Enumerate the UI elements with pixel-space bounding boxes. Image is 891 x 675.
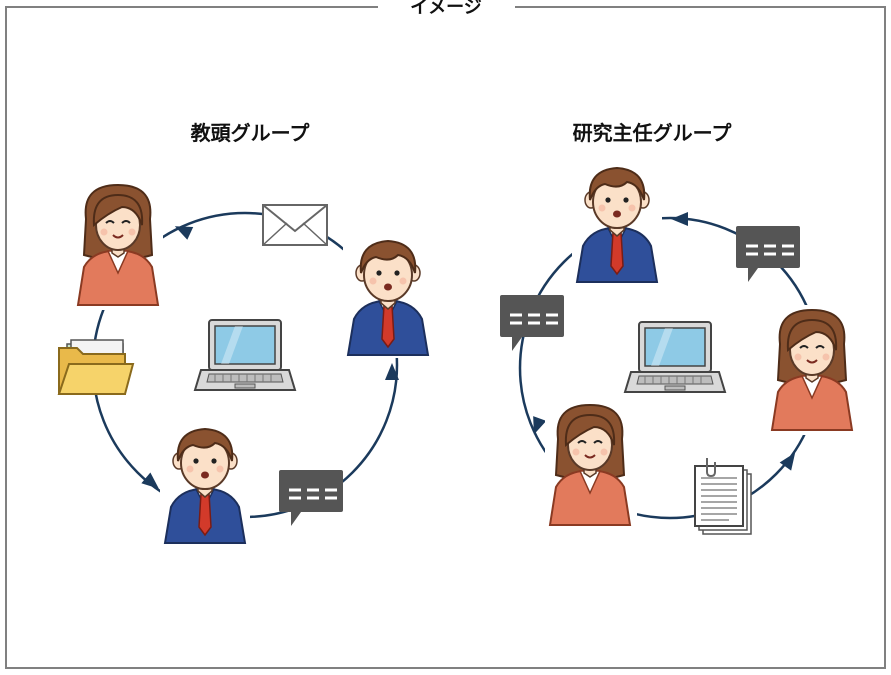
frame-border bbox=[5, 6, 886, 669]
group-kyoto: 教頭グループ bbox=[57, 121, 433, 544]
laptop-icon bbox=[194, 319, 296, 391]
group-title: 研究主任グループ bbox=[573, 121, 733, 145]
document-stack-icon bbox=[694, 458, 752, 535]
woman-avatar-icon bbox=[767, 305, 857, 435]
man-avatar-icon bbox=[160, 423, 250, 544]
speech-bubble-icon bbox=[277, 468, 345, 528]
speech-bubble-icon bbox=[734, 224, 802, 284]
speech-bubble-icon bbox=[498, 293, 566, 353]
laptop-icon bbox=[624, 321, 726, 393]
group-kenkyu: 研究主任グループ bbox=[498, 121, 857, 535]
man-avatar-icon bbox=[343, 233, 433, 358]
envelope-icon bbox=[262, 204, 328, 246]
frame-title: イメージ bbox=[410, 0, 482, 18]
group-title: 教頭グループ bbox=[191, 121, 311, 145]
woman-avatar-icon bbox=[545, 400, 637, 530]
folder-icon bbox=[57, 339, 135, 395]
cycle-arrowhead bbox=[671, 212, 688, 226]
man-avatar-icon bbox=[572, 160, 662, 283]
woman-avatar-icon bbox=[73, 180, 163, 310]
